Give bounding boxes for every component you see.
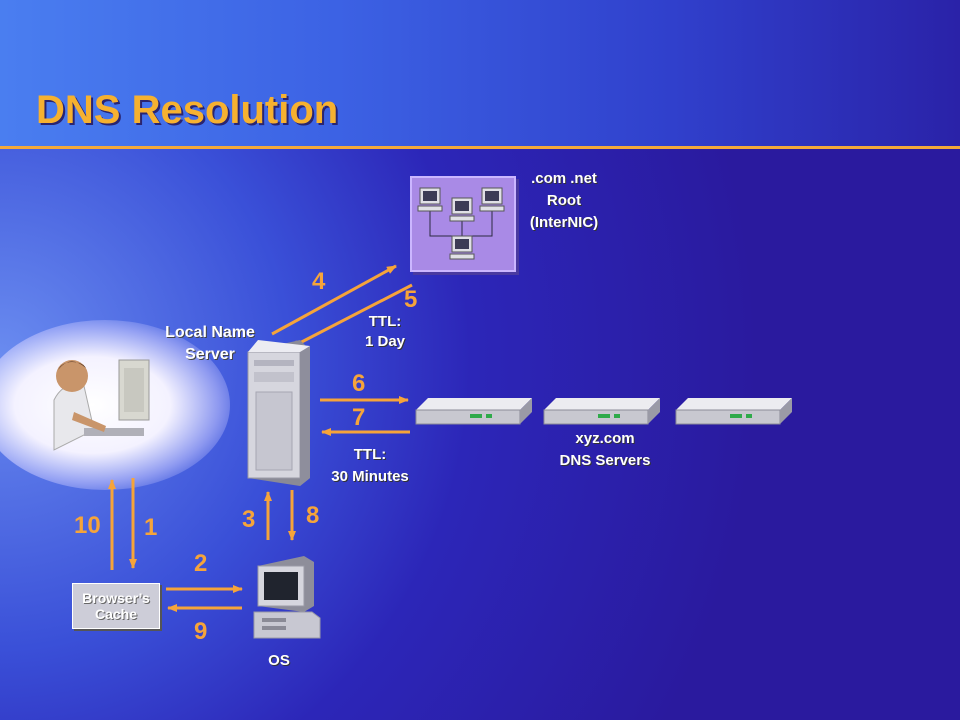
step-2: 2 — [194, 550, 208, 577]
step-4: 4 — [312, 268, 326, 295]
root-label: .com .net Root (InterNIC) — [512, 168, 616, 234]
user-glow — [0, 320, 230, 490]
title-bar — [0, 0, 960, 149]
local-name-server-line1: Local Name — [165, 324, 255, 341]
local-name-server-icon — [247, 340, 310, 486]
root-label-line3: (InterNIC) — [529, 214, 599, 231]
user-at-computer-icon — [53, 359, 150, 451]
step-7: 7 — [352, 404, 366, 431]
root-label-line2: Root — [546, 192, 582, 209]
root-label-line1: .com .net — [531, 170, 597, 187]
ttl-root-line1: TTL: — [368, 313, 402, 330]
local-name-server-label: Local Name Server — [150, 322, 270, 366]
step-8: 8 — [306, 502, 320, 529]
os-computer-icon — [253, 556, 321, 639]
step-10: 10 — [74, 512, 101, 539]
browser-cache-line2: Cache — [94, 606, 138, 622]
browser-cache-box: Browser’s Cache — [72, 583, 160, 629]
xyz-server-3-icon — [675, 398, 792, 425]
ttl-xyz-line2: 30 Minutes — [331, 468, 409, 485]
networked-computers-icon — [417, 187, 505, 260]
local-name-server-line2: Server — [185, 346, 235, 363]
step-5: 5 — [404, 286, 418, 313]
xyz-server-2-icon — [543, 398, 660, 425]
xyz-dns-line1: xyz.com — [575, 430, 635, 447]
root-servers-box — [410, 176, 516, 272]
step-9: 9 — [194, 618, 208, 645]
arrow-5 — [289, 283, 413, 350]
xyz-dns-line2: DNS Servers — [559, 452, 651, 469]
ttl-root-label: TTL: 1 Day — [350, 312, 420, 352]
step-3: 3 — [242, 506, 256, 533]
xyz-server-1-icon — [415, 398, 532, 425]
step-1: 1 — [144, 514, 158, 541]
ttl-root-line2: 1 Day — [364, 333, 406, 350]
os-label: OS — [268, 652, 290, 669]
ttl-xyz-label: TTL: 30 Minutes — [318, 444, 422, 488]
browser-cache-line1: Browser’s — [82, 590, 150, 606]
arrow-4 — [271, 264, 397, 336]
step-6: 6 — [352, 370, 366, 397]
xyz-dns-label: xyz.com DNS Servers — [540, 428, 670, 472]
ttl-xyz-line1: TTL: — [353, 446, 387, 463]
slide-title: DNS Resolution — [36, 88, 339, 132]
